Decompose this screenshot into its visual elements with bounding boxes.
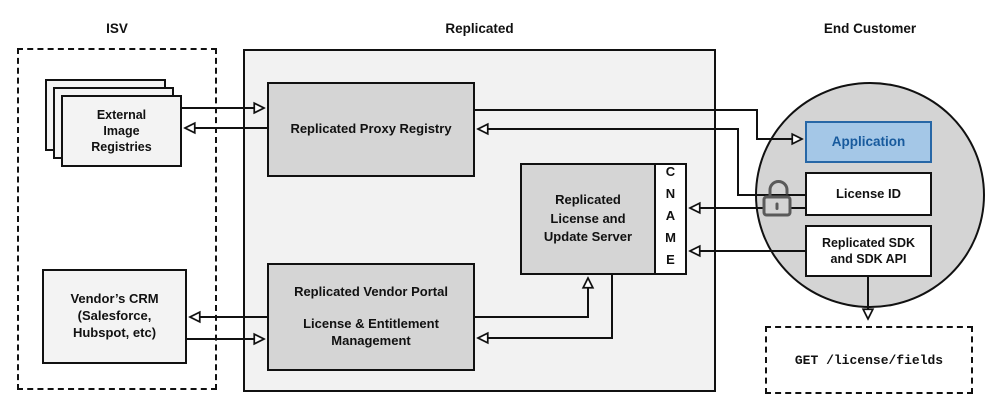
isv-header: ISV [106,21,128,36]
replicated-header: Replicated [445,21,514,36]
vendor-portal-node: Replicated Vendor Portal License & Entit… [267,263,475,371]
isv-region [17,48,217,390]
get-endpoint-box: GET /license/fields [765,326,973,394]
cname-label: CNAME [663,164,678,274]
replicated-sdk-node: Replicated SDK and SDK API [805,225,932,277]
proxy-registry-node: Replicated Proxy Registry [267,82,475,177]
license-update-server-node: Replicated License and Update Server CNA… [520,163,687,275]
application-node: Application [805,121,932,163]
license-update-server-label: Replicated License and Update Server [522,165,656,273]
vendor-crm-node: Vendor’s CRM (Salesforce, Hubspot, etc) [42,269,187,364]
vendor-portal-subtitle: License & Entitlement Management [303,316,439,348]
unlock-icon [762,180,792,217]
external-image-registries-node: External Image Registries [61,95,182,167]
vendor-portal-title: Replicated Vendor Portal [294,284,448,300]
end-customer-header: End Customer [823,21,917,36]
get-endpoint-label: GET /license/fields [794,352,944,368]
license-id-node: License ID [805,172,932,216]
cname-strip: CNAME [656,164,685,274]
